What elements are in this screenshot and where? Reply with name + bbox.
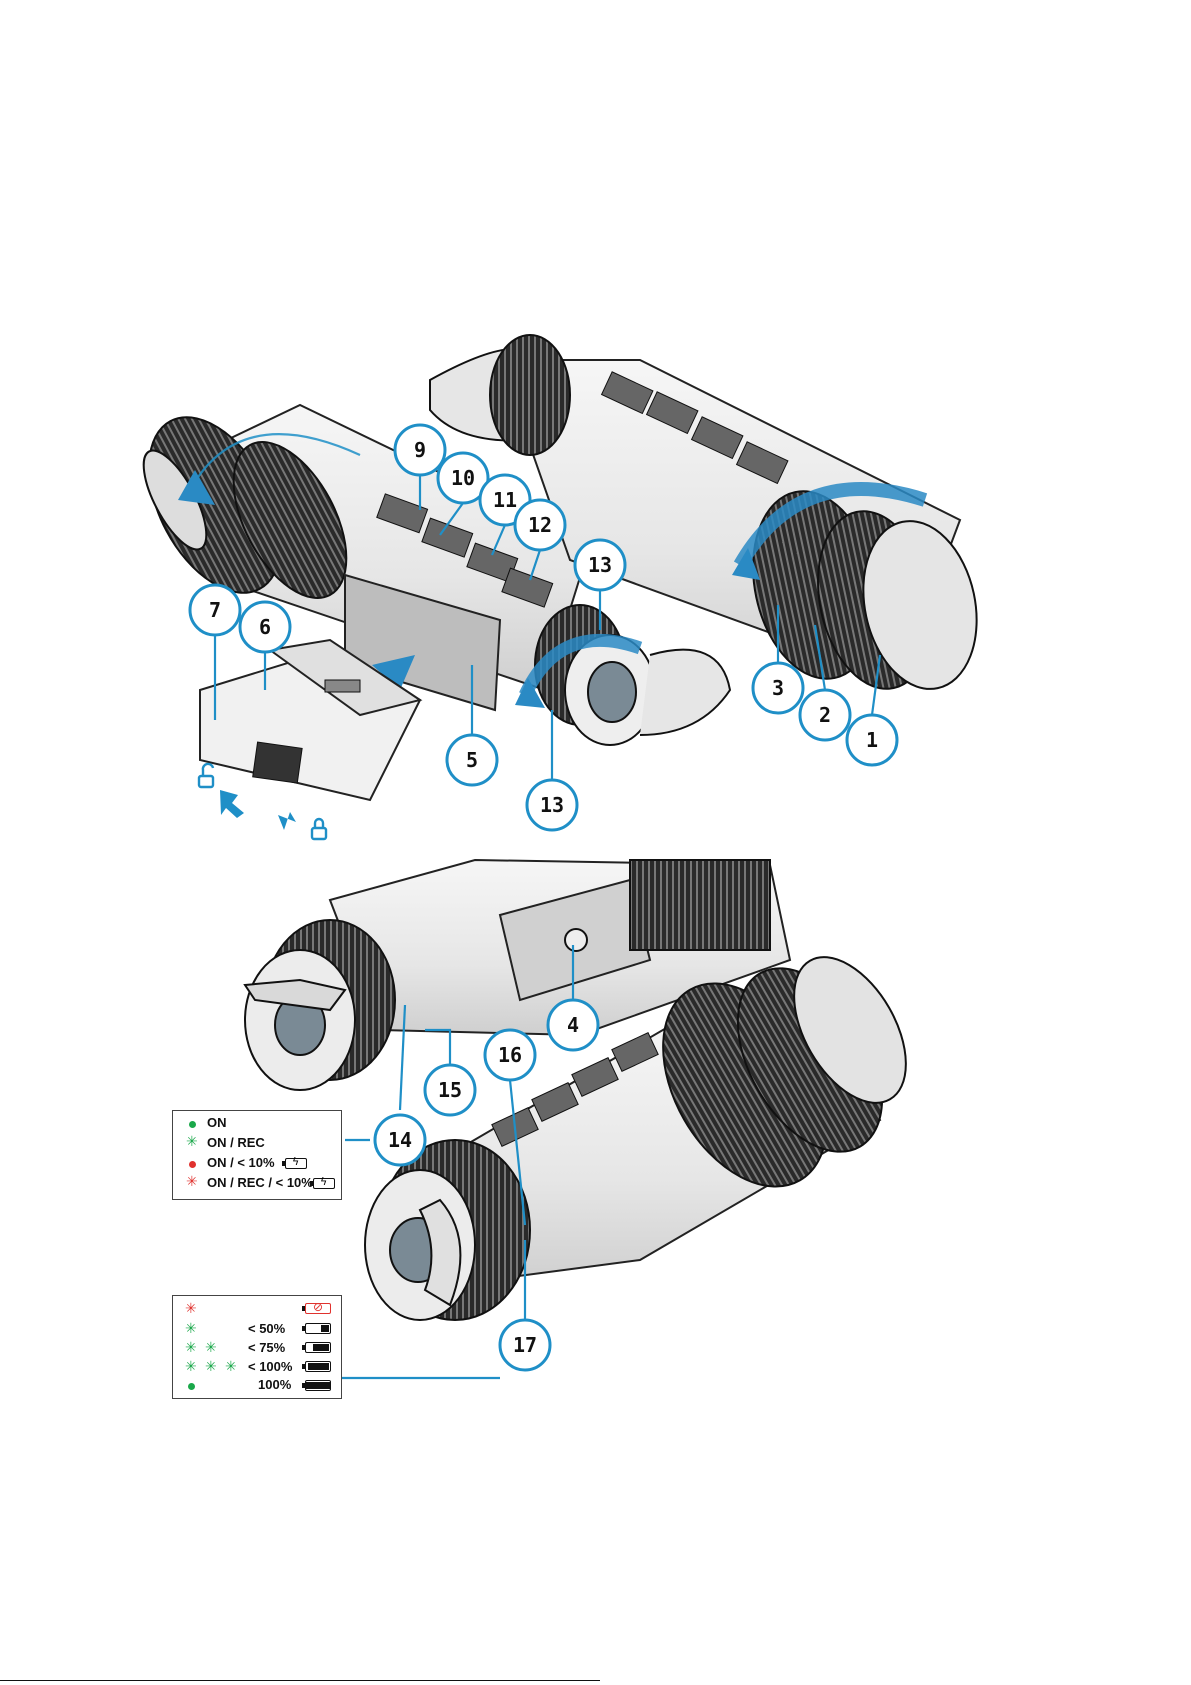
callout-1: 1 [847,715,897,765]
callout-12: 12 [515,500,565,550]
battery-fill [321,1325,329,1332]
battery-charge-legend: ✳ ⊘ ✳ < 50% ✳ ✳ < 75% ✳ ✳ ✳ < 100% 100% [172,1295,342,1399]
svg-text:7: 7 [209,598,221,622]
led-status-legend: ON ✳ ON / REC ON / < 10% ϟ ✳ ON / REC / … [172,1110,342,1200]
green-flash-icon: ✳ [225,1360,237,1374]
svg-text:11: 11 [493,488,517,512]
arrow-icon [220,790,296,830]
red-flash-icon: ✳ [185,1302,197,1316]
battery-fill [308,1363,329,1370]
battery-level-icon [305,1323,331,1334]
svg-text:12: 12 [528,513,552,537]
callout-4: 4 [548,1000,598,1050]
green-dot-icon [188,1383,195,1390]
svg-text:14: 14 [388,1128,412,1152]
callout-15: 15 [425,1065,475,1115]
footer-rule [0,1680,600,1681]
legend-battery-row-3: < 100% [248,1359,292,1374]
svg-text:1: 1 [866,728,878,752]
svg-text:10: 10 [451,466,475,490]
battery-level-icon [305,1361,331,1372]
callout-5: 5 [447,735,497,785]
svg-text:17: 17 [513,1333,537,1357]
battery-level-icon [305,1380,331,1391]
legend-led-row-3: ON / REC / < 10% [207,1175,313,1190]
red-dot-icon [189,1161,196,1168]
charging-battery-icon: ϟ [313,1178,335,1189]
charging-battery-icon: ϟ [285,1158,307,1169]
callout-3: 3 [753,663,803,713]
svg-text:5: 5 [466,748,478,772]
svg-text:2: 2 [819,703,831,727]
legend-battery-row-4: 100% [258,1377,291,1392]
battery-fill [313,1344,329,1351]
no-symbol-icon: ⊘ [313,1300,323,1314]
svg-text:16: 16 [498,1043,522,1067]
battery-fill [306,1382,330,1389]
callout-17: 17 [500,1320,550,1370]
svg-text:6: 6 [259,615,271,639]
bolt-icon: ϟ [292,1155,299,1168]
green-flash-icon: ✳ [205,1341,217,1355]
legend-battery-row-1: < 50% [248,1321,285,1336]
callout-13-top: 13 [575,540,625,590]
green-flash-icon: ✳ [185,1360,197,1374]
green-dot-icon [189,1121,196,1128]
svg-text:15: 15 [438,1078,462,1102]
battery-level-icon [305,1342,331,1353]
callout-13-bottom: 13 [527,780,577,830]
callout-14: 14 [375,1115,425,1165]
battery-error-icon: ⊘ [305,1303,331,1314]
green-flash-icon: ✳ [205,1360,217,1374]
callout-7: 7 [190,585,240,635]
callout-16: 16 [485,1030,535,1080]
legend-led-row-2: ON / < 10% [207,1155,275,1170]
callout-2: 2 [800,690,850,740]
svg-text:9: 9 [414,438,426,462]
svg-text:3: 3 [772,676,784,700]
green-flash-icon: ✳ [186,1135,198,1149]
svg-text:13: 13 [588,553,612,577]
bolt-icon: ϟ [320,1175,327,1188]
green-flash-icon: ✳ [185,1341,197,1355]
callout-6: 6 [240,602,290,652]
unlock-icon [199,764,213,787]
svg-text:4: 4 [567,1013,579,1037]
svg-text:13: 13 [540,793,564,817]
legend-battery-row-2: < 75% [248,1340,285,1355]
callout-9: 9 [395,425,445,475]
green-flash-icon: ✳ [185,1322,197,1336]
legend-led-row-1: ON / REC [207,1135,265,1150]
red-flash-icon: ✳ [186,1175,198,1189]
lock-icon [312,819,326,839]
legend-led-row-0: ON [207,1115,227,1130]
